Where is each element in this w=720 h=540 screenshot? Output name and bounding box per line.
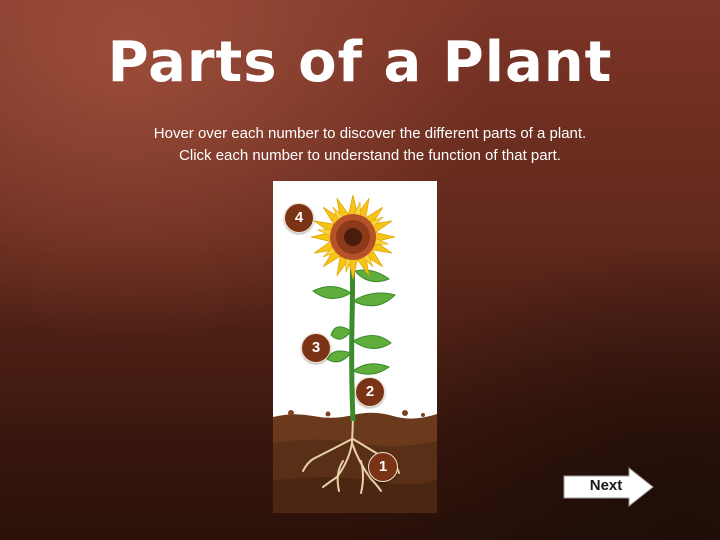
arrow-right-icon [563, 467, 654, 507]
instruction-line-click: Click each number to understand the func… [179, 147, 561, 164]
page-title: Parts of a Plant [107, 30, 613, 95]
marker-3-leaves[interactable]: 3 [301, 333, 331, 363]
next-button[interactable]: Next [563, 467, 655, 507]
next-button-label: Next [589, 477, 623, 494]
instruction-line-hover: Hover over each number to discover the d… [153, 125, 587, 142]
marker-2-stem[interactable]: 2 [355, 377, 385, 407]
marker-1-roots[interactable]: 1 [368, 452, 398, 482]
instructions: Hover over each number to discover the d… [100, 123, 640, 167]
marker-4-flower[interactable]: 4 [284, 203, 314, 233]
